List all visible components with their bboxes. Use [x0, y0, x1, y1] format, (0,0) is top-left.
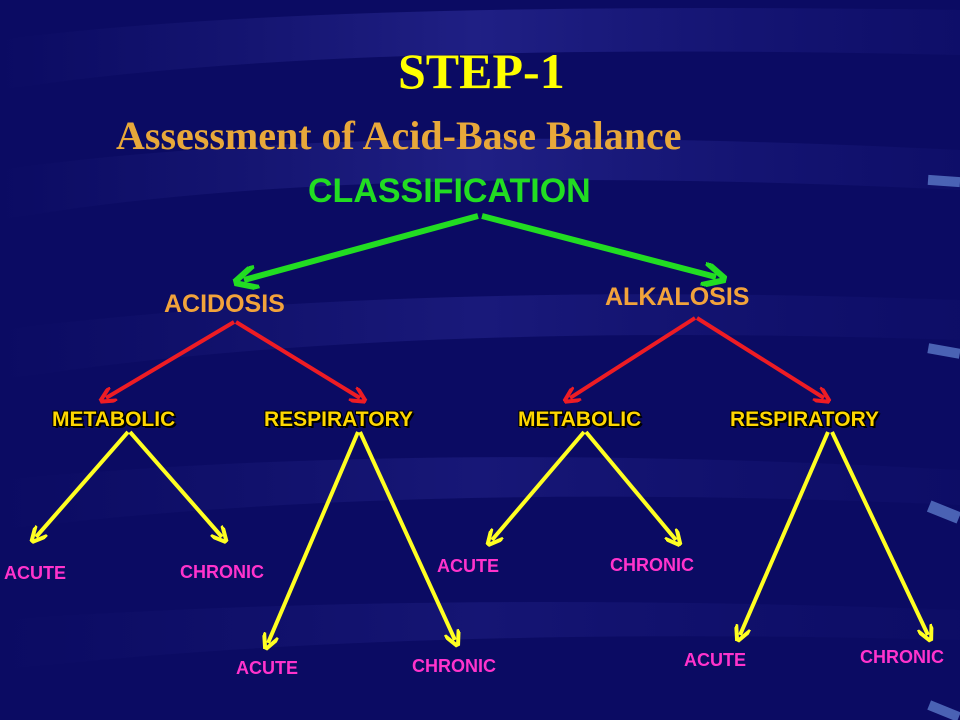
- acid-metabolic-acute-label: ACUTE: [4, 563, 66, 583]
- slide-subtitle: Assessment of Acid-Base Balance: [116, 113, 682, 158]
- arrow-acid-metabolic-to-acute: [36, 430, 130, 537]
- arrow-alkalosis-to-respiratory: [695, 316, 824, 398]
- arrow-classification-to-acidosis: [244, 213, 479, 280]
- slide-title: STEP-1: [398, 43, 565, 99]
- acid-respiratory-acute-label: ACUTE: [236, 658, 298, 678]
- alk-respiratory-chronic-label: CHRONIC: [860, 647, 944, 667]
- arrow-acidosis-to-respiratory: [234, 320, 360, 398]
- alkalosis-label: ALKALOSIS: [605, 283, 750, 311]
- arrow-alk-respiratory-to-acute: [740, 431, 830, 635]
- arrow-acid-metabolic-to-chronic: [128, 430, 222, 537]
- acidosis-respiratory-label: RESPIRATORY: [264, 408, 413, 431]
- arrow-acidosis-to-metabolic: [106, 320, 236, 398]
- alkalosis-respiratory-label: RESPIRATORY: [730, 408, 879, 431]
- arrow-acid-respiratory-to-chronic: [358, 431, 455, 640]
- arrow-acid-respiratory-to-acute: [268, 431, 360, 643]
- alkalosis-metabolic-label: METABOLIC: [518, 408, 642, 431]
- alk-respiratory-acute-label: ACUTE: [684, 650, 746, 670]
- alk-metabolic-chronic-label: CHRONIC: [610, 555, 694, 575]
- arrow-alkalosis-to-metabolic: [570, 316, 697, 398]
- arrow-alk-metabolic-to-acute: [492, 430, 586, 540]
- arrow-alk-respiratory-to-chronic: [830, 431, 928, 635]
- arrow-alk-metabolic-to-chronic: [584, 430, 676, 540]
- arrow-classification-to-alkalosis: [481, 213, 716, 277]
- alk-metabolic-acute-label: ACUTE: [437, 556, 499, 576]
- acid-metabolic-chronic-label: CHRONIC: [180, 562, 264, 582]
- acid-respiratory-chronic-label: CHRONIC: [412, 656, 496, 676]
- acidosis-label: ACIDOSIS: [164, 290, 285, 318]
- acidosis-metabolic-label: METABOLIC: [52, 408, 176, 431]
- classification-label: CLASSIFICATION: [308, 172, 591, 210]
